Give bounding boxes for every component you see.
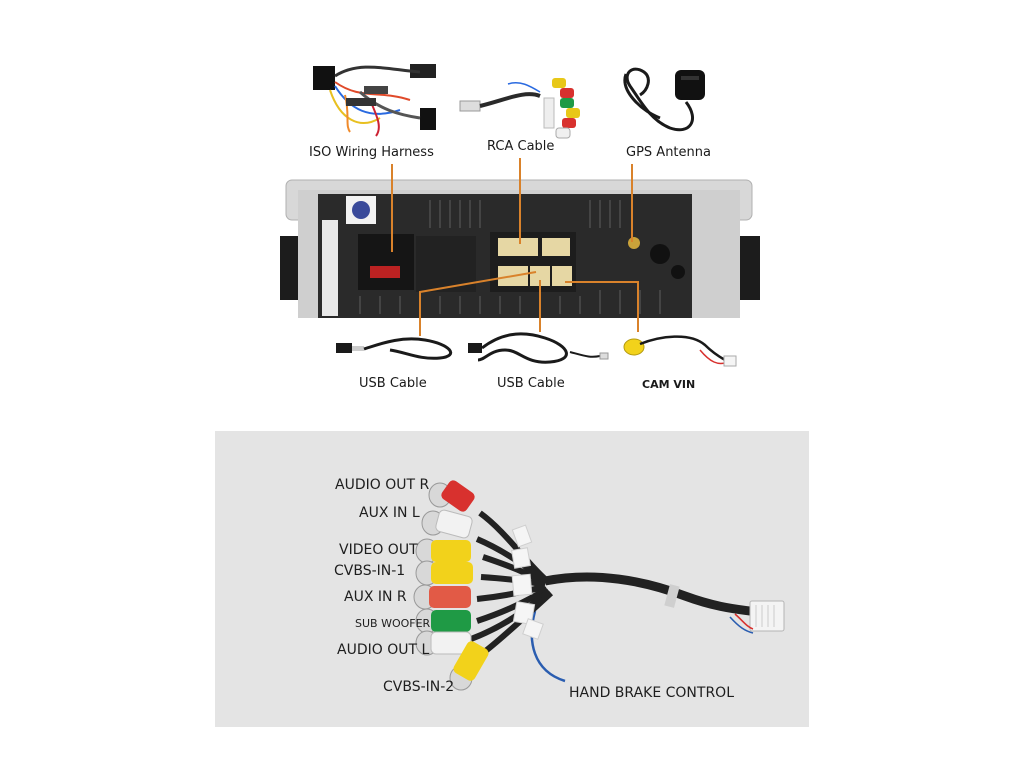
label-sub-woofer: SUB WOOFER xyxy=(355,617,431,630)
plug-cvbs-in-2 xyxy=(449,641,489,691)
usb-cable-1-illustration xyxy=(336,337,453,360)
rca-harness-diagram xyxy=(413,480,785,691)
plug-audio-out-r xyxy=(428,480,475,512)
label-audio-out-l: AUDIO OUT L xyxy=(337,642,430,658)
usb-cable-2-illustration xyxy=(468,332,609,364)
plug-video-out xyxy=(415,538,471,564)
rca-plugs xyxy=(413,480,489,691)
label-aux-in-l: AUX IN L xyxy=(359,505,420,521)
plug-audio-out-l xyxy=(415,630,472,656)
label-cvbs-in-1: CVBS-IN-1 xyxy=(334,563,406,579)
head-unit-body xyxy=(280,179,760,318)
leader-lines xyxy=(391,158,639,336)
rca-cable-label: RCA Cable xyxy=(487,139,555,154)
plug-sub-woofer xyxy=(415,608,471,634)
cam-vin-illustration xyxy=(623,335,737,367)
iso-harness-illustration xyxy=(313,64,436,137)
usb-cable-1-label: USB Cable xyxy=(359,376,427,391)
iso-harness-label: ISO Wiring Harness xyxy=(309,145,434,160)
label-audio-out-r: AUDIO OUT R xyxy=(335,477,430,493)
gps-antenna-illustration xyxy=(623,67,705,132)
cam-vin-label: CAM VIN xyxy=(642,378,696,391)
gps-antenna-label: GPS Antenna xyxy=(626,145,711,160)
plug-aux-in-r xyxy=(413,584,471,610)
label-video-out: VIDEO OUT xyxy=(339,542,418,558)
rca-cable-illustration xyxy=(459,78,580,139)
head-unit-diagram xyxy=(280,64,760,367)
label-hand-brake-control: HAND BRAKE CONTROL xyxy=(569,685,734,701)
plug-cvbs-in-1 xyxy=(415,560,473,586)
rca-detail-panel: AUDIO OUT R AUX IN L VIDEO OUT CVBS-IN-1… xyxy=(215,431,809,727)
usb-cable-2-label: USB Cable xyxy=(497,376,565,391)
label-aux-in-r: AUX IN R xyxy=(344,589,407,605)
label-cvbs-in-2: CVBS-IN-2 xyxy=(383,679,455,695)
plug-aux-in-l xyxy=(421,509,473,539)
